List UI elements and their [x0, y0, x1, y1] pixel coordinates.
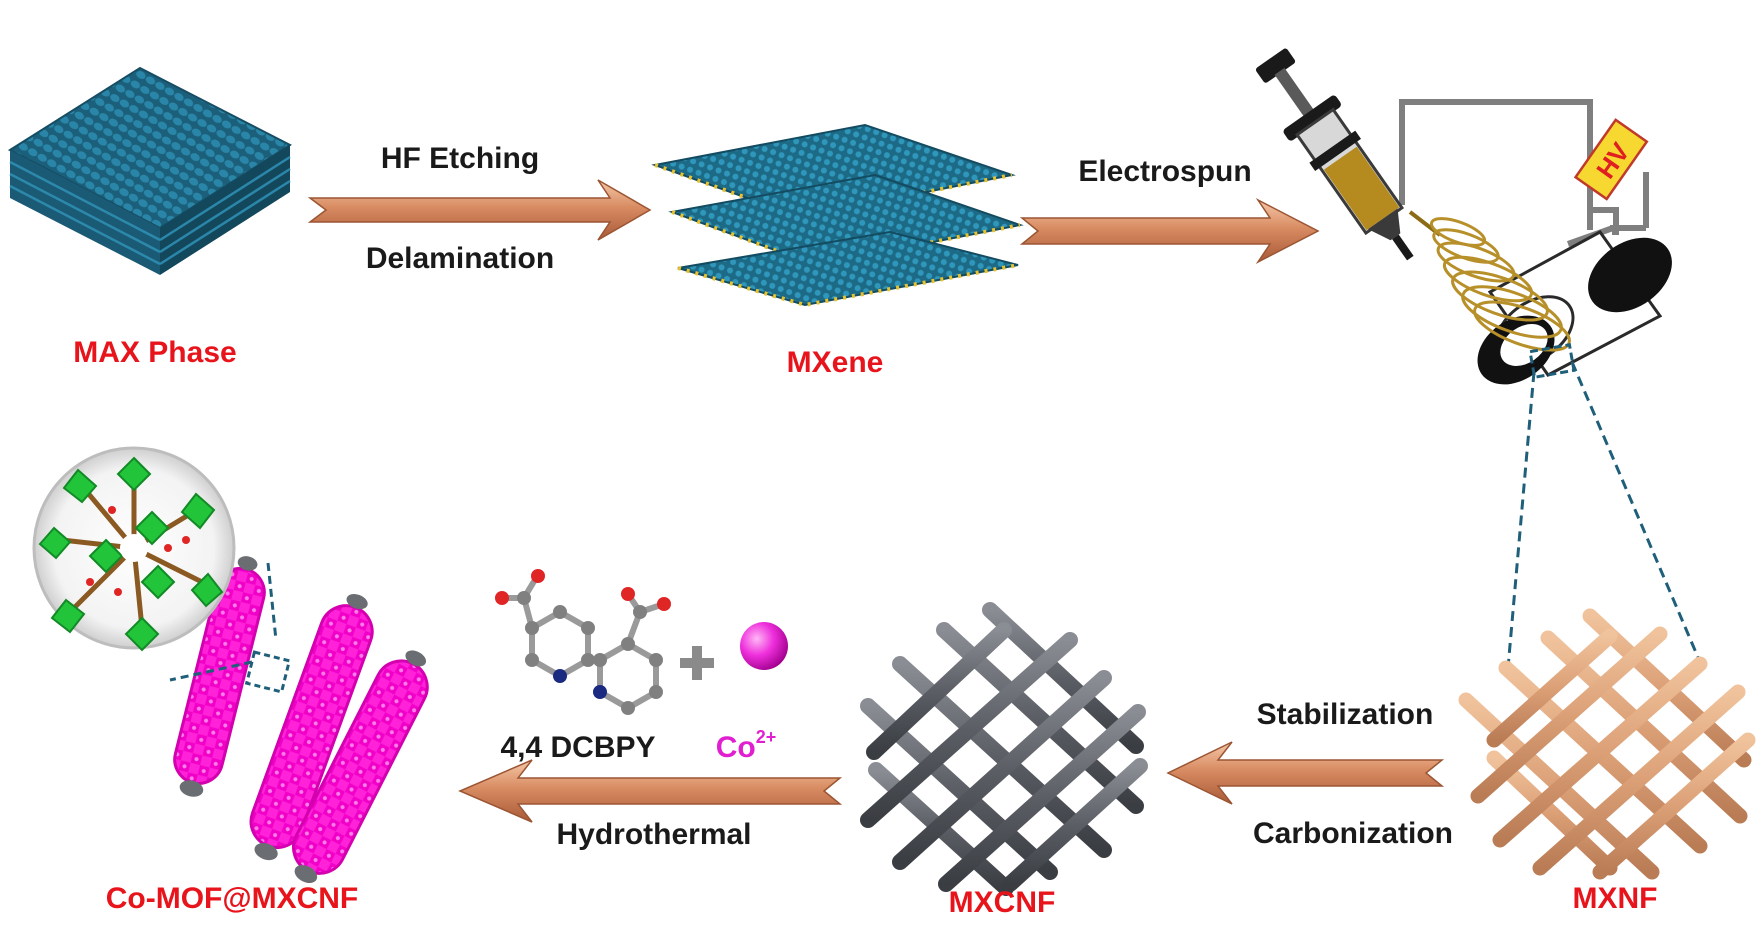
right-arrow-icon	[307, 179, 652, 241]
label-mxcnf: MXCNF	[949, 886, 1056, 919]
electrospinning-apparatus: HV	[1255, 48, 1702, 669]
hv-supply-icon: HV	[1573, 118, 1649, 201]
label-carbonization: Carbonization	[1253, 817, 1453, 850]
label-mxene: MXene	[787, 346, 884, 379]
max-phase-block	[7, 66, 293, 275]
co-mof-rods	[173, 556, 429, 884]
label-hf-etching: HF Etching	[381, 142, 539, 175]
cobalt-ion-sphere	[740, 622, 788, 670]
mof-structure-inset	[32, 446, 278, 682]
mxnf-fiber-mesh	[1458, 608, 1756, 880]
label-mxnf: MXNF	[1573, 882, 1658, 915]
mxene-sheets	[651, 123, 1024, 308]
left-arrow-icon	[1166, 741, 1445, 805]
mxcnf-fiber-mesh	[860, 602, 1148, 896]
collector-drum-icon	[1477, 230, 1672, 385]
plus-icon	[680, 646, 714, 680]
syringe-icon	[1255, 48, 1414, 261]
label-delamination: Delamination	[366, 242, 554, 275]
label-electrospun: Electrospun	[1078, 155, 1251, 188]
label-max-phase: MAX Phase	[73, 336, 236, 369]
label-hydrothermal: Hydrothermal	[556, 818, 751, 851]
dcbpy-molecule	[495, 569, 671, 715]
left-arrow-icon	[458, 759, 843, 823]
label-co-mof-mxcnf: Co-MOF@MXCNF	[106, 882, 359, 915]
label-stabilization: Stabilization	[1257, 698, 1434, 731]
label-cobalt-ion: Co2+	[716, 727, 777, 764]
label-dcbpy: 4,4 DCBPY	[500, 731, 655, 764]
right-arrow-icon	[1019, 198, 1320, 264]
